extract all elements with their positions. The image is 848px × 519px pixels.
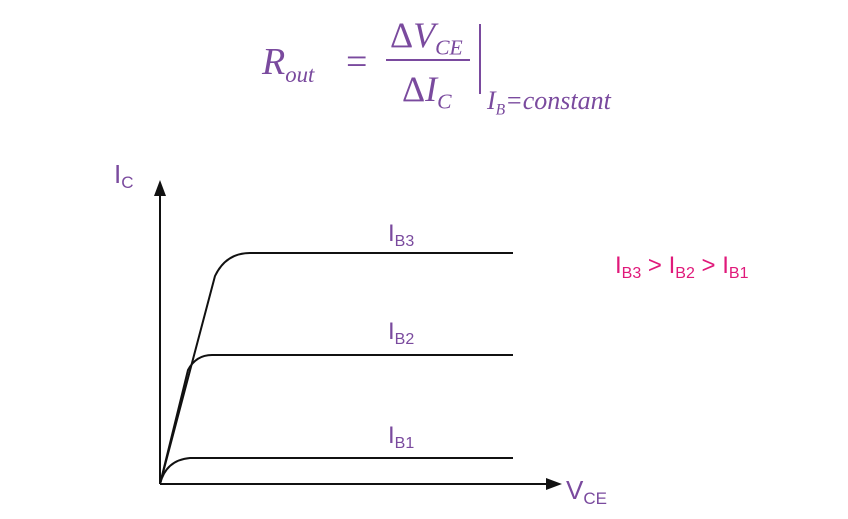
formula-numerator: ΔVCE xyxy=(390,15,463,60)
curve-ib3 xyxy=(159,252,513,485)
curve-ib1 xyxy=(159,457,513,485)
formula-equals: = xyxy=(346,41,368,83)
formula-lhs: Rout xyxy=(262,41,315,87)
x-axis-label: VCE xyxy=(566,475,607,508)
y-axis-arrowhead xyxy=(154,180,166,196)
formula-condition: IB=constant xyxy=(487,86,611,119)
curve-ib2 xyxy=(159,354,513,485)
curve-label-ib3: IB3 xyxy=(388,220,414,250)
curve-label-ib1: IB1 xyxy=(388,422,414,452)
curve-label-ib2: IB2 xyxy=(388,318,414,348)
formula-denominator: ΔIC xyxy=(402,69,452,114)
y-axis-label: IC xyxy=(114,159,134,192)
base-current-relation: IB3 > IB2 > IB1 xyxy=(615,252,749,282)
x-axis-arrowhead xyxy=(546,478,562,490)
